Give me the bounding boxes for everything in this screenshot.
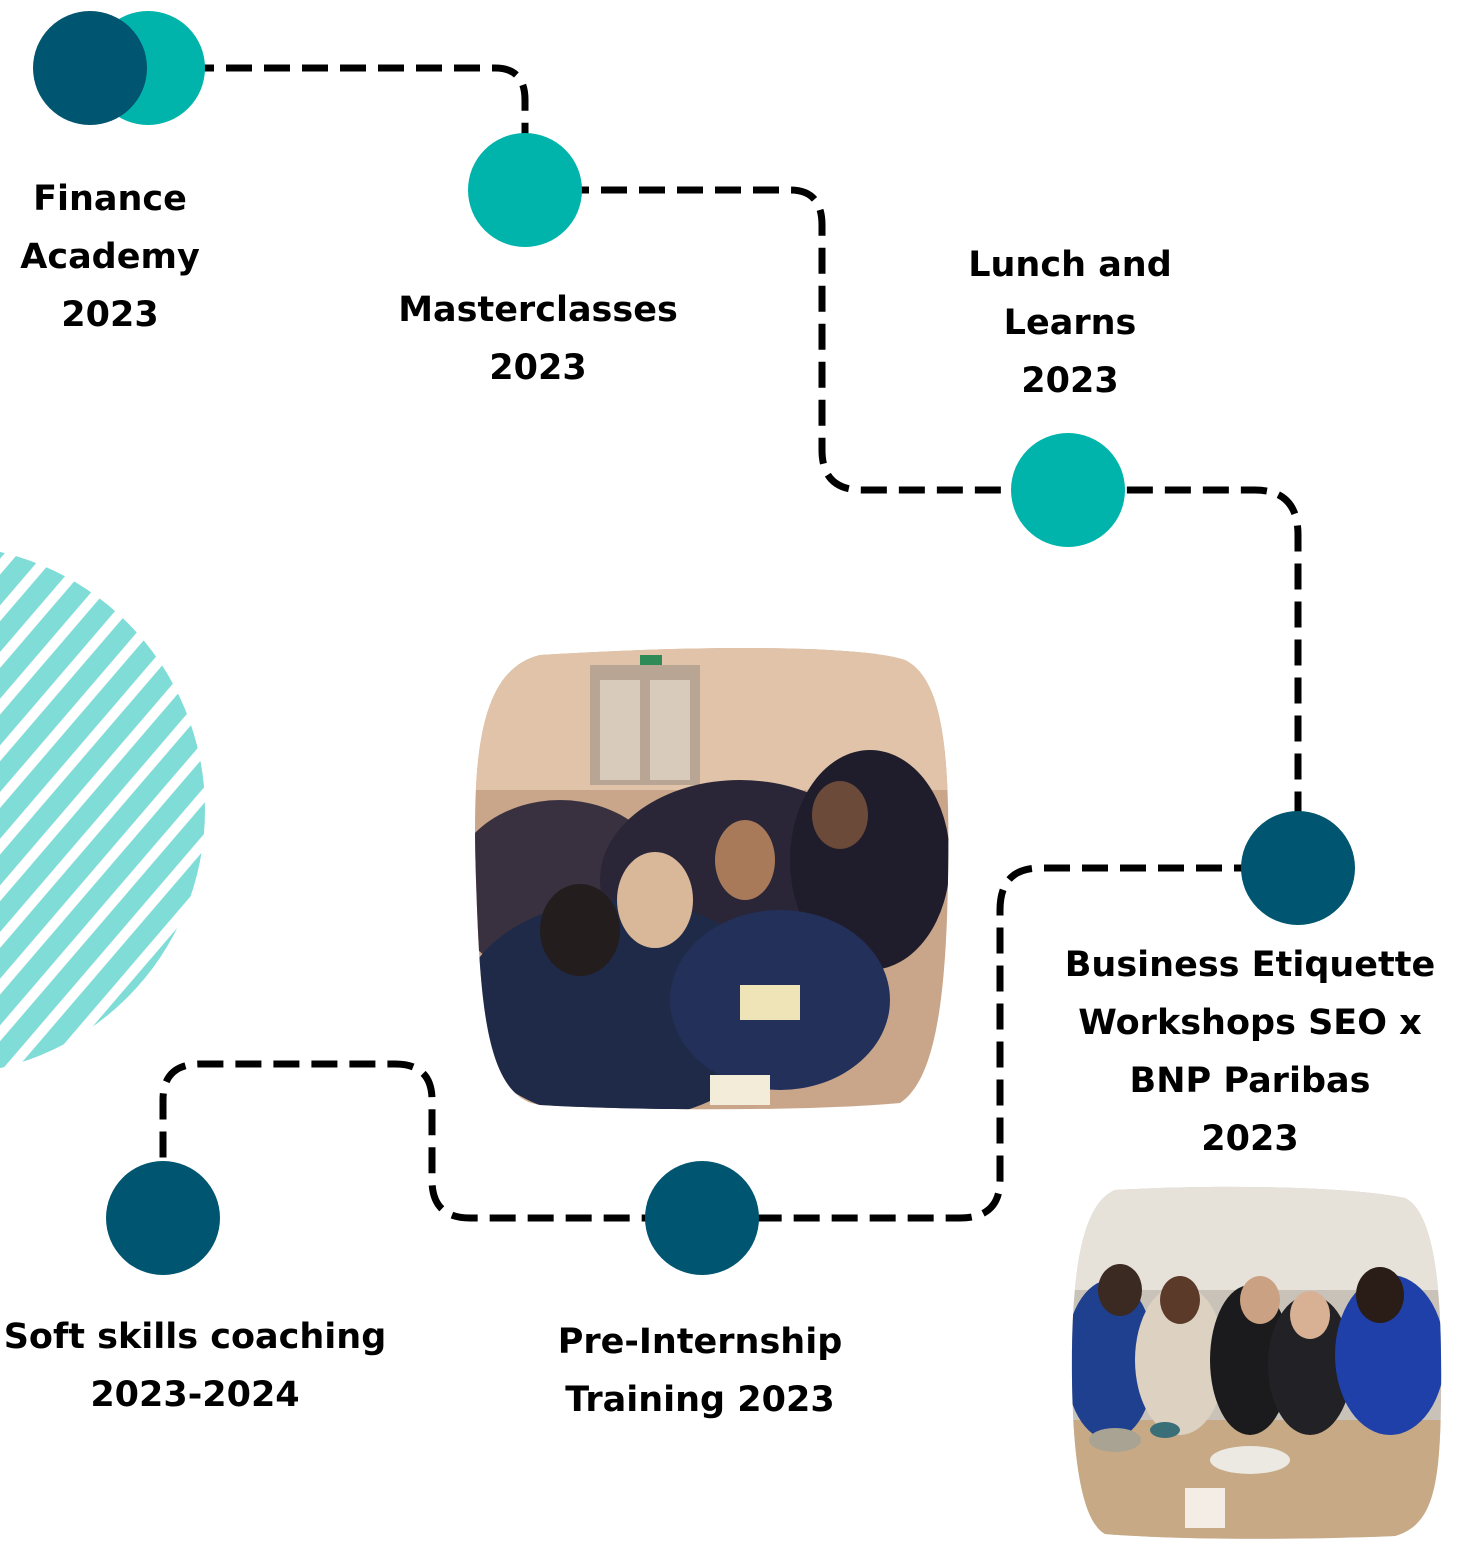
timeline-dashed-path	[150, 64, 1302, 1222]
stripe-line	[0, 545, 205, 1075]
stripe-line	[0, 545, 205, 1075]
stripe-line	[0, 545, 128, 1075]
label-line: Masterclasses	[398, 290, 678, 330]
milestone-dot-masterclasses	[468, 133, 582, 247]
milestone-dot-lunch-and-learns	[1011, 433, 1125, 547]
milestone-label-masterclasses: Masterclasses 2023	[383, 281, 693, 397]
milestone-label-finance-academy: Finance Academy 2023	[10, 170, 210, 344]
label-line: Workshops SEO x	[1078, 1003, 1422, 1043]
milestone-dot-soft-skills	[106, 1161, 220, 1275]
seminar-photo	[475, 648, 949, 1110]
stripe-line	[0, 545, 205, 1075]
label-line: Learns	[1003, 303, 1137, 343]
milestone-label-soft-skills: Soft skills coaching 2023-2024	[0, 1308, 390, 1424]
stripe-line	[0, 545, 205, 1075]
stripe-line	[0, 545, 205, 1075]
milestone-label-business-etiquette: Business Etiquette Workshops SEO x BNP P…	[1040, 936, 1460, 1168]
etiquette-photo	[1071, 1186, 1442, 1539]
label-line: Pre-Internship	[557, 1322, 843, 1362]
stripe-line	[0, 545, 205, 1075]
label-line: Academy	[20, 237, 200, 277]
milestone-label-pre-internship: Pre-Internship Training 2023	[530, 1313, 870, 1429]
label-line: Training 2023	[565, 1380, 835, 1420]
milestone-dot-business-etiquette	[1241, 811, 1355, 925]
label-line: 2023	[1021, 361, 1119, 401]
stripe-line	[0, 545, 205, 1075]
label-line: 2023	[1201, 1119, 1299, 1159]
label-line: 2023	[489, 348, 587, 388]
label-line: 2023	[61, 295, 159, 335]
label-line: Soft skills coaching	[3, 1317, 387, 1357]
milestone-dot-finance	[33, 11, 147, 125]
milestone-dot-pre-internship	[645, 1161, 759, 1275]
stripe-line	[0, 545, 205, 1075]
milestone-label-lunch-and-learns: Lunch and Learns 2023	[940, 236, 1200, 410]
label-line: Business Etiquette	[1064, 945, 1436, 985]
label-line: Finance	[33, 179, 187, 219]
label-line: 2023-2024	[90, 1375, 300, 1415]
label-line: BNP Paribas	[1129, 1061, 1371, 1101]
label-line: Lunch and	[968, 245, 1172, 285]
